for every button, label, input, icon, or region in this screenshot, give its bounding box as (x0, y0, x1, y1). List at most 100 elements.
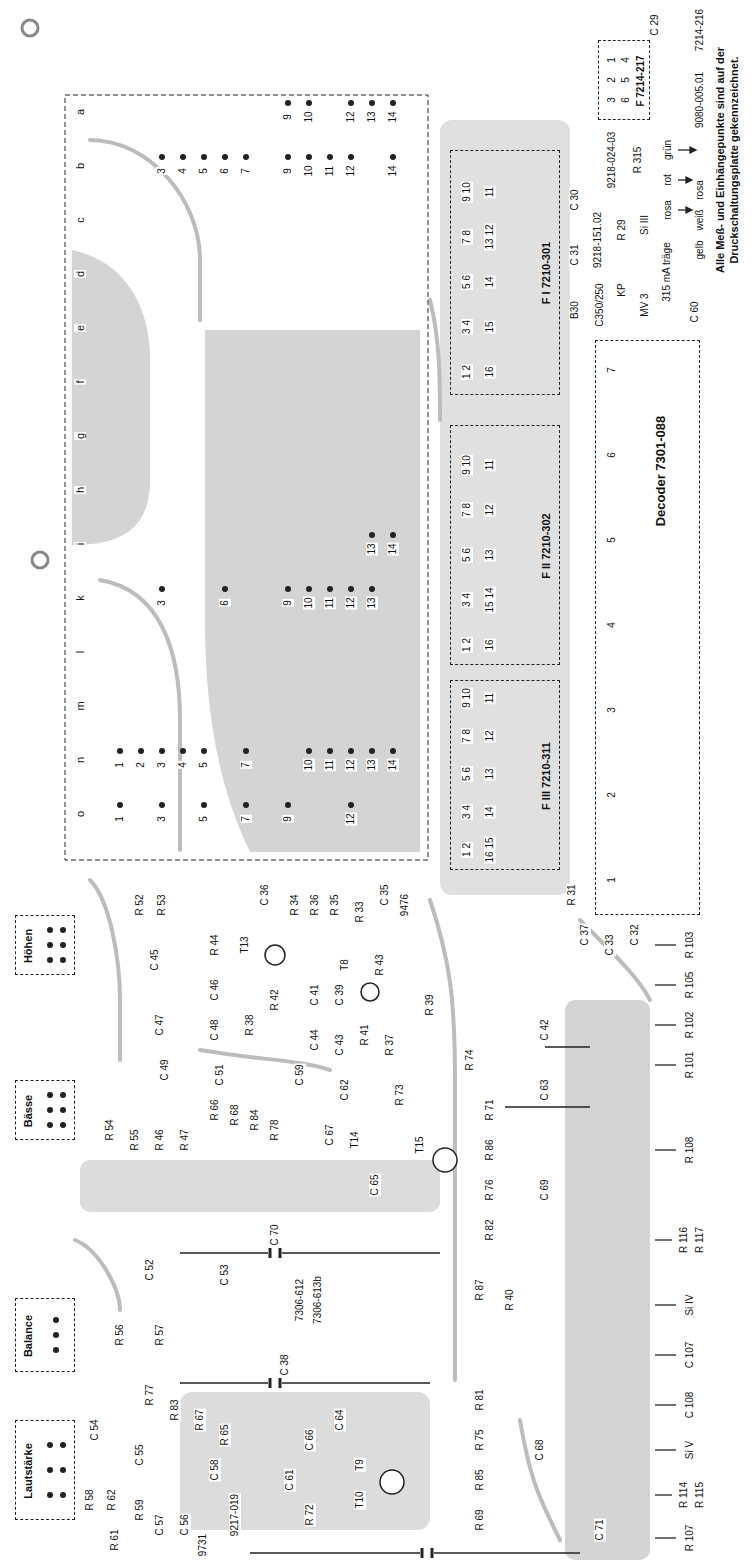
wire (655, 1354, 676, 1355)
component-label: 12 (345, 758, 357, 771)
component-label: R 33 (354, 900, 366, 923)
component-label: 11 (484, 186, 496, 198)
arrow-head (686, 177, 692, 183)
component-label: 9080-005.01 (694, 71, 706, 129)
wire (655, 1239, 672, 1240)
component-label: 5 6 (461, 766, 473, 782)
component-label: 12 (345, 164, 357, 177)
component-label: 3 (606, 96, 618, 104)
component-label: C 63 (539, 1078, 551, 1101)
component-label: 9 10 (461, 454, 473, 475)
module-title: Höhen (21, 929, 35, 963)
component-label: 12 (345, 812, 357, 825)
pad-dot (243, 154, 249, 160)
pin-dot (47, 1442, 53, 1448)
cap-plate (279, 1378, 282, 1388)
pcb-trace (100, 580, 180, 850)
component-label: C 59 (294, 1063, 306, 1086)
component-label: C 51 (214, 1063, 226, 1086)
component-label: T13 (239, 935, 251, 954)
pin-dot (60, 1442, 66, 1448)
capacitor-symbol (180, 1047, 590, 1558)
component-label: R 39 (424, 993, 436, 1016)
component-label: C350/250 (594, 282, 606, 327)
component-label: 12 (484, 729, 496, 742)
component-label: 3 (156, 761, 168, 769)
pin-dot (60, 942, 66, 948)
component-label: KP (616, 282, 628, 297)
pad-dot (159, 154, 165, 160)
pin-dot (53, 1332, 59, 1338)
component-label: R 71 (484, 1098, 496, 1121)
pad-dot (348, 100, 354, 106)
component-label: R 42 (269, 988, 281, 1011)
pad-dot (138, 748, 144, 754)
component-label: R 115 (694, 1481, 706, 1509)
cap-plate (431, 1548, 434, 1558)
component-label: R 116 (678, 1226, 690, 1254)
component-label: 13 12 (484, 223, 496, 250)
component-label: C 45 (149, 948, 161, 971)
column-letter: o (74, 810, 86, 818)
module-title: F II 7210-302 (539, 513, 553, 578)
cap-plate (269, 1378, 272, 1388)
pin-dot (60, 1107, 66, 1113)
pad-dot (306, 586, 312, 592)
component-label: C 54 (89, 1418, 101, 1441)
component-label: R 105 (684, 971, 696, 1000)
component-label: 12 (345, 110, 357, 123)
component-label: C 70 (269, 1223, 281, 1246)
pad-dot (369, 100, 375, 106)
copper-area (440, 120, 570, 895)
component-label: R 29 (616, 218, 628, 241)
copper-area (565, 1000, 650, 1560)
component-label: 16 (484, 638, 496, 651)
component-label: C 38 (279, 1353, 291, 1376)
pad-dot (285, 154, 291, 160)
component-label: C 61 (284, 1468, 296, 1491)
pad-dot (201, 748, 207, 754)
component-label: R 37 (384, 1033, 396, 1056)
component-label: C 48 (209, 1018, 221, 1041)
arrow-head (690, 147, 696, 153)
pad-dot (348, 586, 354, 592)
component-label: 1 (114, 815, 126, 823)
pin-dot (47, 927, 53, 933)
column-letter: m (74, 700, 86, 711)
pin-dot (60, 1092, 66, 1098)
module-box: Höhen (15, 915, 75, 975)
component-label: 13 (484, 548, 496, 561)
component-label: R 52 (134, 893, 146, 916)
wire (250, 1552, 420, 1554)
component-label: 1 (114, 761, 126, 769)
component-label: grün (662, 139, 674, 161)
component-label: R 35 (329, 893, 341, 916)
component-label: R 47 (179, 1128, 191, 1151)
pad-dot (390, 532, 396, 538)
component-label: C 33 (604, 933, 616, 956)
component-label: C 37 (579, 923, 591, 946)
component-label: 1 (606, 876, 618, 884)
component-label: R 73 (394, 1083, 406, 1106)
component-label: B30 (569, 300, 581, 320)
component-label: C 41 (309, 983, 321, 1006)
copper-area (80, 1160, 440, 1212)
component-label: 9 (282, 599, 294, 607)
pad-dot (201, 154, 207, 160)
component-label: R 55 (129, 1128, 141, 1151)
component-label: R 56 (114, 1323, 126, 1346)
component-label: 7 8 (461, 728, 473, 744)
component-label: C 58 (209, 1458, 221, 1481)
pin-dot (47, 1467, 53, 1473)
component-label: C 46 (209, 978, 221, 1001)
column-letter: n (74, 756, 86, 764)
component-label: R 53 (156, 893, 168, 916)
component-label: R 31 (566, 883, 578, 906)
component-label: 7306-613b (312, 1275, 324, 1325)
component-label: 11 (324, 759, 336, 771)
component-label: 4 (177, 761, 189, 769)
wire (282, 1382, 430, 1384)
component-label: R 38 (244, 1013, 256, 1036)
wire (655, 944, 676, 945)
